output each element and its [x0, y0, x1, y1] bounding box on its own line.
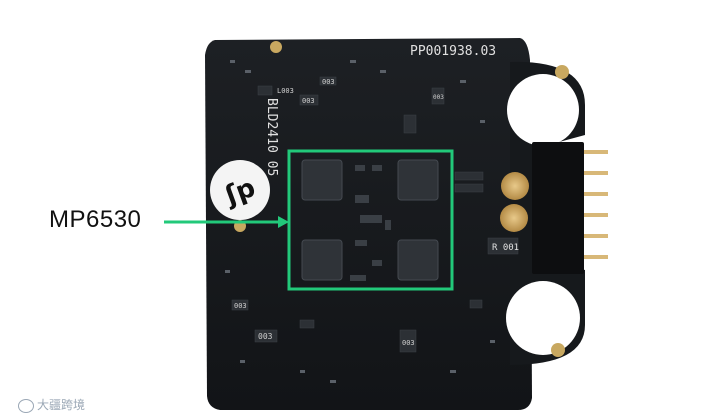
- callout-arrowhead: [278, 216, 289, 228]
- pcb-board: [205, 38, 532, 410]
- header-pins: [584, 150, 608, 259]
- smd-label: 003: [322, 78, 335, 86]
- smd-label: 003: [258, 332, 273, 341]
- callout-label: MP6530: [49, 206, 142, 233]
- smd-label: L003: [277, 87, 294, 95]
- highlight-box: [287, 149, 454, 291]
- silkscreen-dots: [225, 60, 495, 383]
- test-pad: [501, 172, 529, 200]
- watermark-logo-icon: [18, 398, 34, 413]
- model-mark-text: BLD2410 05: [264, 98, 279, 176]
- gold-via: [555, 65, 569, 79]
- part-number-text: PP001938.03: [410, 44, 496, 59]
- resistor-label: R 001: [492, 243, 519, 253]
- mounting-hole-top: [507, 74, 579, 146]
- center-passives: [350, 165, 391, 281]
- smd-label: 003: [402, 339, 415, 347]
- driver-ic-array: [301, 159, 439, 281]
- logo-disc: [210, 160, 270, 220]
- smd-label: 003: [302, 97, 315, 105]
- ic-chip: [397, 239, 439, 281]
- ic-chip: [301, 159, 343, 201]
- smd-label: 003: [433, 94, 444, 101]
- pin-header: [532, 142, 584, 274]
- gold-via: [551, 343, 565, 357]
- ic-chip: [397, 159, 439, 201]
- mounting-hole-bottom: [506, 281, 580, 355]
- smd-label: 003: [234, 302, 247, 310]
- smd-components: [231, 76, 519, 353]
- watermark: 大疆跨境: [18, 396, 85, 413]
- gold-via: [270, 41, 282, 53]
- ic-chip: [301, 239, 343, 281]
- test-pad: [500, 204, 528, 232]
- watermark-text: 大疆跨境: [37, 398, 86, 412]
